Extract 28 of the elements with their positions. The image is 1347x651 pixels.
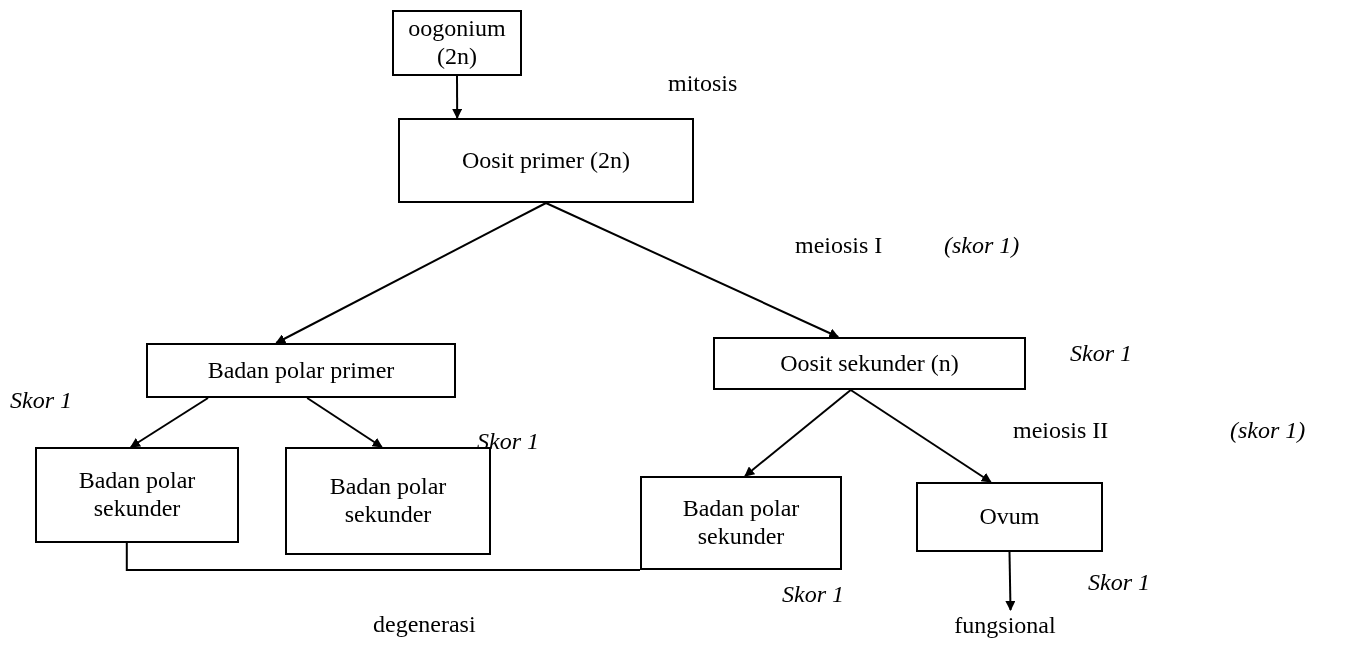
score-note: Skor 1: [1088, 569, 1150, 597]
process-label: meiosis I: [795, 232, 883, 260]
stage-box: Badan polar sekunder: [285, 447, 491, 555]
stage-box: Oosit primer (2n): [398, 118, 694, 203]
stage-box: Oosit sekunder (n): [713, 337, 1026, 390]
arrow: [275, 202, 547, 344]
arrow: [306, 397, 383, 448]
score-note: Skor 1: [10, 387, 72, 415]
score-note: Skor 1: [1070, 340, 1132, 368]
score-note: Skor 1: [782, 581, 844, 609]
outcome-text: fungsional: [950, 610, 1060, 642]
stage-box: Badan polar sekunder: [35, 447, 239, 543]
score-note: (skor 1): [944, 232, 1020, 260]
arrow: [129, 397, 209, 448]
arrow: [452, 75, 463, 119]
stage-box: oogonium (2n): [392, 10, 522, 76]
arrow: [744, 389, 852, 477]
arrow: [849, 389, 992, 483]
process-label: mitosis: [668, 70, 738, 98]
stage-box: Badan polar sekunder: [640, 476, 842, 570]
score-note: (skor 1): [1230, 417, 1306, 445]
process-label: degenerasi: [373, 611, 476, 639]
stage-box: Ovum: [916, 482, 1103, 552]
connector-line: [125, 542, 641, 571]
arrow: [545, 202, 840, 338]
process-label: meiosis II: [1013, 417, 1109, 445]
stage-box: Badan polar primer: [146, 343, 456, 398]
arrow: [1005, 551, 1016, 611]
